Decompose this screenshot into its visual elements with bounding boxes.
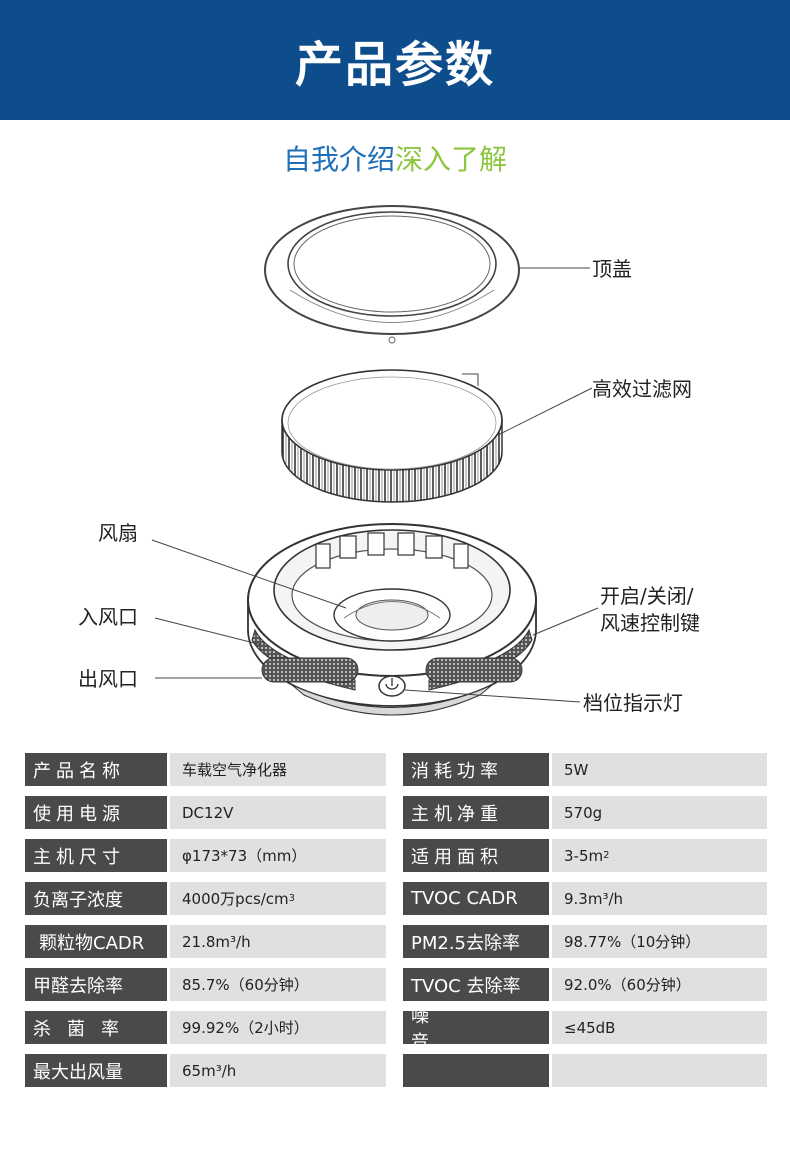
power-icon: [378, 675, 406, 697]
spec-label: 甲醛去除率: [25, 968, 167, 1001]
callout-air-outlet: 出风口: [78, 667, 138, 691]
callout-top-cover: 顶盖: [592, 257, 632, 281]
spec-label: 噪音: [403, 1006, 549, 1053]
callout-air-inlet: 入风口: [78, 605, 138, 629]
product-exploded-diagram: 顶盖 高效过滤网 风扇 入风口 出风口 开启/关闭/ 风速控制键 档位指示灯: [0, 190, 790, 750]
subtitle-part-b: 深入了解: [395, 143, 508, 176]
callout-filter: 高效过滤网: [592, 377, 692, 401]
spec-label: 主机净重: [403, 796, 549, 829]
spec-row: 最大出风量 65m³/h: [25, 1054, 767, 1087]
spec-value-empty: [552, 1054, 767, 1087]
spec-value-text: 4000万pcs/cm: [182, 890, 289, 908]
spec-value: 92.0%（60分钟）: [552, 968, 767, 1001]
superscript: 3: [288, 893, 296, 904]
spec-label: PM2.5去除率: [403, 925, 549, 958]
spec-label: 使用电源: [25, 796, 167, 829]
spec-label: 负离子浓度: [25, 882, 167, 915]
callout-switch-line2: 风速控制键: [600, 611, 700, 635]
spec-value: DC12V: [170, 796, 386, 829]
spec-value: ≤45dB: [552, 1011, 767, 1044]
top-cover-drawing: [264, 205, 520, 344]
spec-label: TVOC CADR: [403, 882, 549, 915]
callout-leader-lines: [151, 267, 599, 703]
superscript: 2: [603, 850, 610, 861]
spec-row: 颗粒物CADR 21.8m³/h PM2.5去除率 98.77%（10分钟）: [25, 925, 767, 958]
page-title: 产品参数: [294, 37, 495, 93]
spec-label: 适用面积: [403, 839, 549, 872]
spec-row: 杀菌率 99.92%（2小时） 噪音 ≤45dB: [25, 1006, 767, 1053]
spec-value-text: 3-5m: [564, 846, 604, 865]
spec-row: 甲醛去除率 85.7%（60分钟） TVOC 去除率 92.0%（60分钟）: [25, 968, 767, 1001]
spec-value: 21.8m³/h: [170, 925, 386, 958]
section-subtitle: 自我介绍深入了解: [0, 142, 790, 178]
header-banner: 产品参数: [0, 0, 790, 120]
main-body-drawing: [247, 523, 537, 716]
spec-label: TVOC 去除率: [403, 968, 549, 1001]
spec-label: 主机尺寸: [25, 839, 167, 872]
spec-label: 产品名称: [25, 753, 167, 786]
spec-value: 98.77%（10分钟）: [552, 925, 767, 958]
spec-label: 杀菌率: [25, 1011, 167, 1044]
callout-indicator: 档位指示灯: [583, 691, 683, 715]
spec-value: 5W: [552, 753, 767, 786]
spec-value: φ173*73（mm）: [170, 839, 386, 872]
spec-label-empty: [403, 1054, 549, 1087]
spec-value: 85.7%（60分钟）: [170, 968, 386, 1001]
spec-value: 车载空气净化器: [170, 753, 386, 786]
product-illustration: [151, 205, 599, 716]
spec-value: 65m³/h: [170, 1054, 386, 1087]
spec-value: 570g: [552, 796, 767, 829]
callout-fan: 风扇: [98, 521, 138, 545]
spec-value: 9.3m³/h: [552, 882, 767, 915]
spec-label: 最大出风量: [25, 1054, 167, 1087]
spec-row: 使用电源 DC12V 主机净重 570g: [25, 796, 767, 829]
subtitle-part-a: 自我介绍: [282, 143, 395, 176]
callout-switch-line1: 开启/关闭/: [600, 584, 694, 608]
spec-row: 产品名称 车载空气净化器 消耗功率 5W: [25, 753, 767, 786]
filter-drawing: [281, 369, 503, 503]
spec-label: 消耗功率: [403, 753, 549, 786]
spec-label: 颗粒物CADR: [25, 925, 167, 958]
spec-value: 99.92%（2小时）: [170, 1011, 386, 1044]
